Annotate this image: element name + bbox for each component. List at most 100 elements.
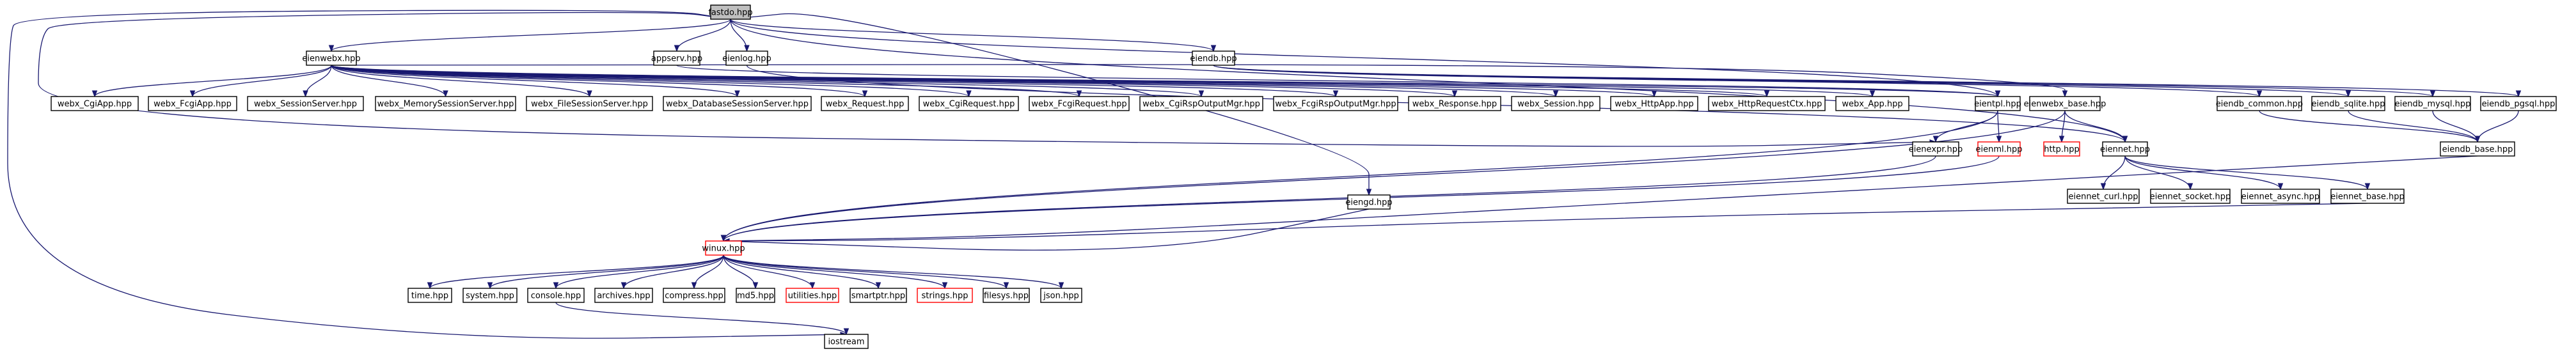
edge-arrowhead	[303, 90, 308, 98]
node-sessionserver[interactable]: webx_SessionServer.hpp	[247, 96, 364, 111]
node-netcurl[interactable]: eiennet_curl.hpp	[2067, 189, 2140, 204]
edge-arrowhead	[1210, 45, 1217, 52]
edge-arrowhead	[1451, 90, 1458, 98]
node-filesys[interactable]: filesys.hpp	[983, 288, 1030, 303]
edge-arrowhead	[734, 90, 740, 98]
edge-arrowhead	[189, 90, 196, 98]
node-box	[710, 4, 751, 20]
node-cgirsp[interactable]: webx_CgiRspOutputMgr.hpp	[1139, 96, 1263, 111]
node-request[interactable]: webx_Request.hpp	[821, 96, 909, 111]
node-smartptr[interactable]: smartptr.hpp	[849, 288, 907, 303]
node-mysql[interactable]: eiendb_mysql.hpp	[2394, 96, 2471, 111]
node-cgiapp[interactable]: webx_CgiApp.hpp	[51, 96, 139, 111]
node-netsocket[interactable]: eiennet_socket.hpp	[2150, 189, 2231, 204]
node-eiendbbase[interactable]: eiendb_base.hpp	[2440, 141, 2515, 157]
node-box	[594, 288, 653, 303]
node-eiendb[interactable]: eiendb.hpp	[1190, 51, 1237, 66]
node-box	[2241, 189, 2320, 204]
node-response[interactable]: webx_Response.hpp	[1408, 96, 1501, 111]
node-label: eienlog.hpp	[722, 54, 771, 64]
edge-arrowhead	[620, 282, 627, 290]
node-http[interactable]: http.hpp	[2043, 141, 2080, 157]
node-box	[663, 96, 812, 111]
node-box	[148, 96, 237, 111]
node-pgsql[interactable]: eiendb_pgsql.hpp	[2480, 96, 2557, 111]
node-app[interactable]: webx_App.hpp	[1835, 96, 1909, 111]
node-sqlite[interactable]: eiendb_sqlite.hpp	[2311, 96, 2385, 111]
edge-arrowhead	[2058, 136, 2065, 143]
edge-winux-to-console	[553, 254, 724, 290]
edge-line	[331, 65, 1998, 97]
node-filesession[interactable]: webx_FileSessionServer.hpp	[526, 96, 653, 111]
edge-line	[623, 254, 724, 289]
node-memsession[interactable]: webx_MemorySessionServer.hpp	[375, 96, 516, 111]
edge-arrowhead	[2345, 90, 2351, 98]
edge-arrowhead	[2256, 90, 2263, 98]
node-eienml[interactable]: eienml.hpp	[1976, 141, 2023, 157]
edges-layer	[7, 10, 2522, 339]
node-fcgirequest[interactable]: webx_FcgiRequest.hpp	[1029, 96, 1130, 111]
edge-arrowhead	[809, 282, 816, 290]
node-system[interactable]: system.hpp	[462, 288, 518, 303]
node-json[interactable]: json.hpp	[1040, 288, 1082, 303]
edge-line	[1213, 65, 2519, 97]
node-eiengd[interactable]: eiengd.hpp	[1345, 194, 1393, 210]
edge-arrowhead	[91, 90, 98, 98]
edge-line	[331, 19, 731, 52]
node-label: webx_HttpApp.hpp	[1615, 100, 1694, 109]
node-md5[interactable]: md5.hpp	[736, 288, 775, 303]
edge-eienwebx-to-eienwebxbase	[331, 64, 2068, 98]
node-netasync[interactable]: eiennet_async.hpp	[2241, 189, 2320, 204]
edge-line	[693, 254, 724, 289]
node-fcgiapp[interactable]: webx_FcgiApp.hpp	[148, 96, 237, 111]
node-strings[interactable]: strings.hpp	[917, 288, 973, 303]
edge-arrowhead	[2364, 183, 2371, 191]
node-session[interactable]: webx_Session.hpp	[1511, 96, 1600, 111]
node-eienlog[interactable]: eienlog.hpp	[722, 51, 771, 66]
node-cgirequest[interactable]: webx_CgiRequest.hpp	[919, 96, 1019, 111]
node-appserv[interactable]: appserv.hpp	[651, 51, 702, 66]
node-fastdo[interactable]: fastdo.hpp	[708, 4, 753, 20]
edge-eienwebx-to-cgiapp	[91, 65, 332, 98]
node-label: archives.hpp	[597, 292, 650, 301]
edge-eientpl-to-winux	[720, 110, 1998, 242]
node-netbase[interactable]: eiennet_base.hpp	[2330, 189, 2405, 204]
node-fcgirsp[interactable]: webx_FcgiRspOutputMgr.hpp	[1273, 96, 1398, 111]
edge-line	[723, 155, 2478, 242]
edge-arrowhead	[1995, 90, 2001, 98]
edge-fastdo-to-eiendb	[730, 19, 1217, 52]
node-eienwebx[interactable]: eienwebx.hpp	[302, 51, 361, 66]
edge-fastdo-to-eiengd	[730, 13, 1372, 196]
node-iostream[interactable]: iostream	[824, 334, 869, 349]
node-eienwebxbase[interactable]: eienwebx_base.hpp	[2024, 96, 2106, 111]
node-label: eienexpr.hpp	[1909, 145, 1963, 155]
node-eiendbcommon[interactable]: eiendb_common.hpp	[2216, 96, 2303, 111]
node-compress[interactable]: compress.hpp	[663, 288, 725, 303]
node-label: fastdo.hpp	[708, 8, 752, 18]
node-winux[interactable]: winux.hpp	[702, 240, 745, 256]
node-time[interactable]: time.hpp	[407, 288, 452, 303]
node-label: winux.hpp	[702, 244, 745, 254]
node-utilities[interactable]: utilities.hpp	[786, 288, 839, 303]
edge-pgsql-to-eiendbbase	[2474, 110, 2519, 143]
node-archives[interactable]: archives.hpp	[594, 288, 653, 303]
edge-line	[2259, 110, 2478, 143]
edge-line	[2477, 110, 2519, 143]
node-console[interactable]: console.hpp	[527, 288, 585, 303]
edge-line	[2124, 155, 2368, 190]
edge-arrowhead	[443, 90, 448, 98]
node-eiennet[interactable]: eiennet.hpp	[2100, 141, 2150, 157]
edge-line	[723, 254, 945, 289]
node-httpapp[interactable]: webx_HttpApp.hpp	[1610, 96, 1698, 111]
edge-eienwebxbase-to-eiennet	[2064, 110, 2128, 143]
node-httpctx[interactable]: webx_HttpRequestCtx.hpp	[1708, 96, 1826, 111]
edge-winux-to-time	[427, 254, 724, 290]
edge-eienwebx-to-dbsession	[331, 65, 740, 98]
node-box	[2029, 96, 2101, 111]
edge-arrowhead	[1332, 90, 1339, 98]
node-eienexpr[interactable]: eienexpr.hpp	[1909, 141, 1963, 157]
node-dbsession[interactable]: webx_DatabaseSessionServer.hpp	[663, 96, 812, 111]
edge-arrowhead	[427, 282, 433, 290]
node-box	[1408, 96, 1501, 111]
node-eientpl[interactable]: eientpl.hpp	[1974, 96, 2021, 111]
